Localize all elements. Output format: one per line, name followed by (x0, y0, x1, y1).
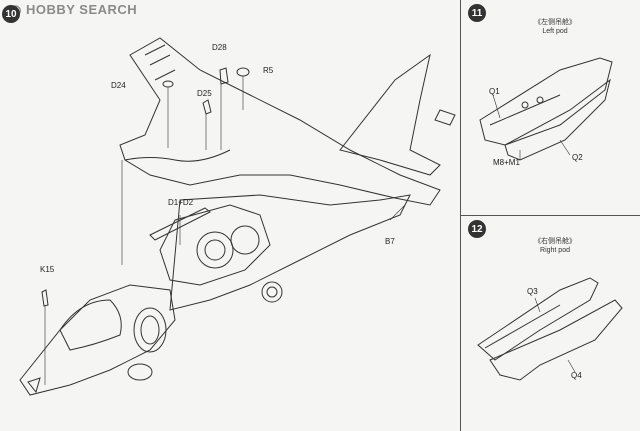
wing-assembly (119, 37, 441, 206)
nose-cockpit (19, 284, 176, 396)
harrier-assembly-drawing (19, 37, 456, 396)
label-b7: B7 (385, 237, 395, 246)
tail-fin (339, 53, 441, 176)
label-q4: Q4 (571, 371, 582, 380)
label-m8m1: M8+M1 (493, 158, 520, 167)
label-d25: D25 (197, 89, 212, 98)
fuselage-body (169, 194, 411, 311)
part-d1d2-drawing (149, 207, 211, 241)
label-q3: Q3 (527, 287, 538, 296)
part-r5-drawing (236, 67, 250, 77)
label-r5: R5 (263, 66, 274, 75)
label-d24: D24 (111, 81, 126, 90)
right-pod-title: 《右侧吊舱》 Right pod (534, 238, 576, 254)
label-d28: D28 (212, 43, 227, 52)
part-k15-drawing (41, 289, 49, 307)
left-pod-title: 《左侧吊舱》 Left pod (534, 19, 576, 35)
part-d28-drawing (219, 67, 229, 85)
part-d24-drawing (162, 80, 174, 88)
label-q2: Q2 (572, 153, 583, 162)
step-11-badge: 11 (468, 4, 486, 22)
step-10-badge: 10 (2, 5, 20, 23)
label-k15: K15 (40, 265, 55, 274)
label-q1: Q1 (489, 87, 500, 96)
label-d1d2: D1+D2 (168, 198, 194, 207)
step-12-badge: 12 (468, 220, 486, 238)
engine-bay (159, 204, 271, 286)
panel-divider-horizontal (460, 215, 640, 216)
part-d25-drawing (202, 99, 212, 115)
